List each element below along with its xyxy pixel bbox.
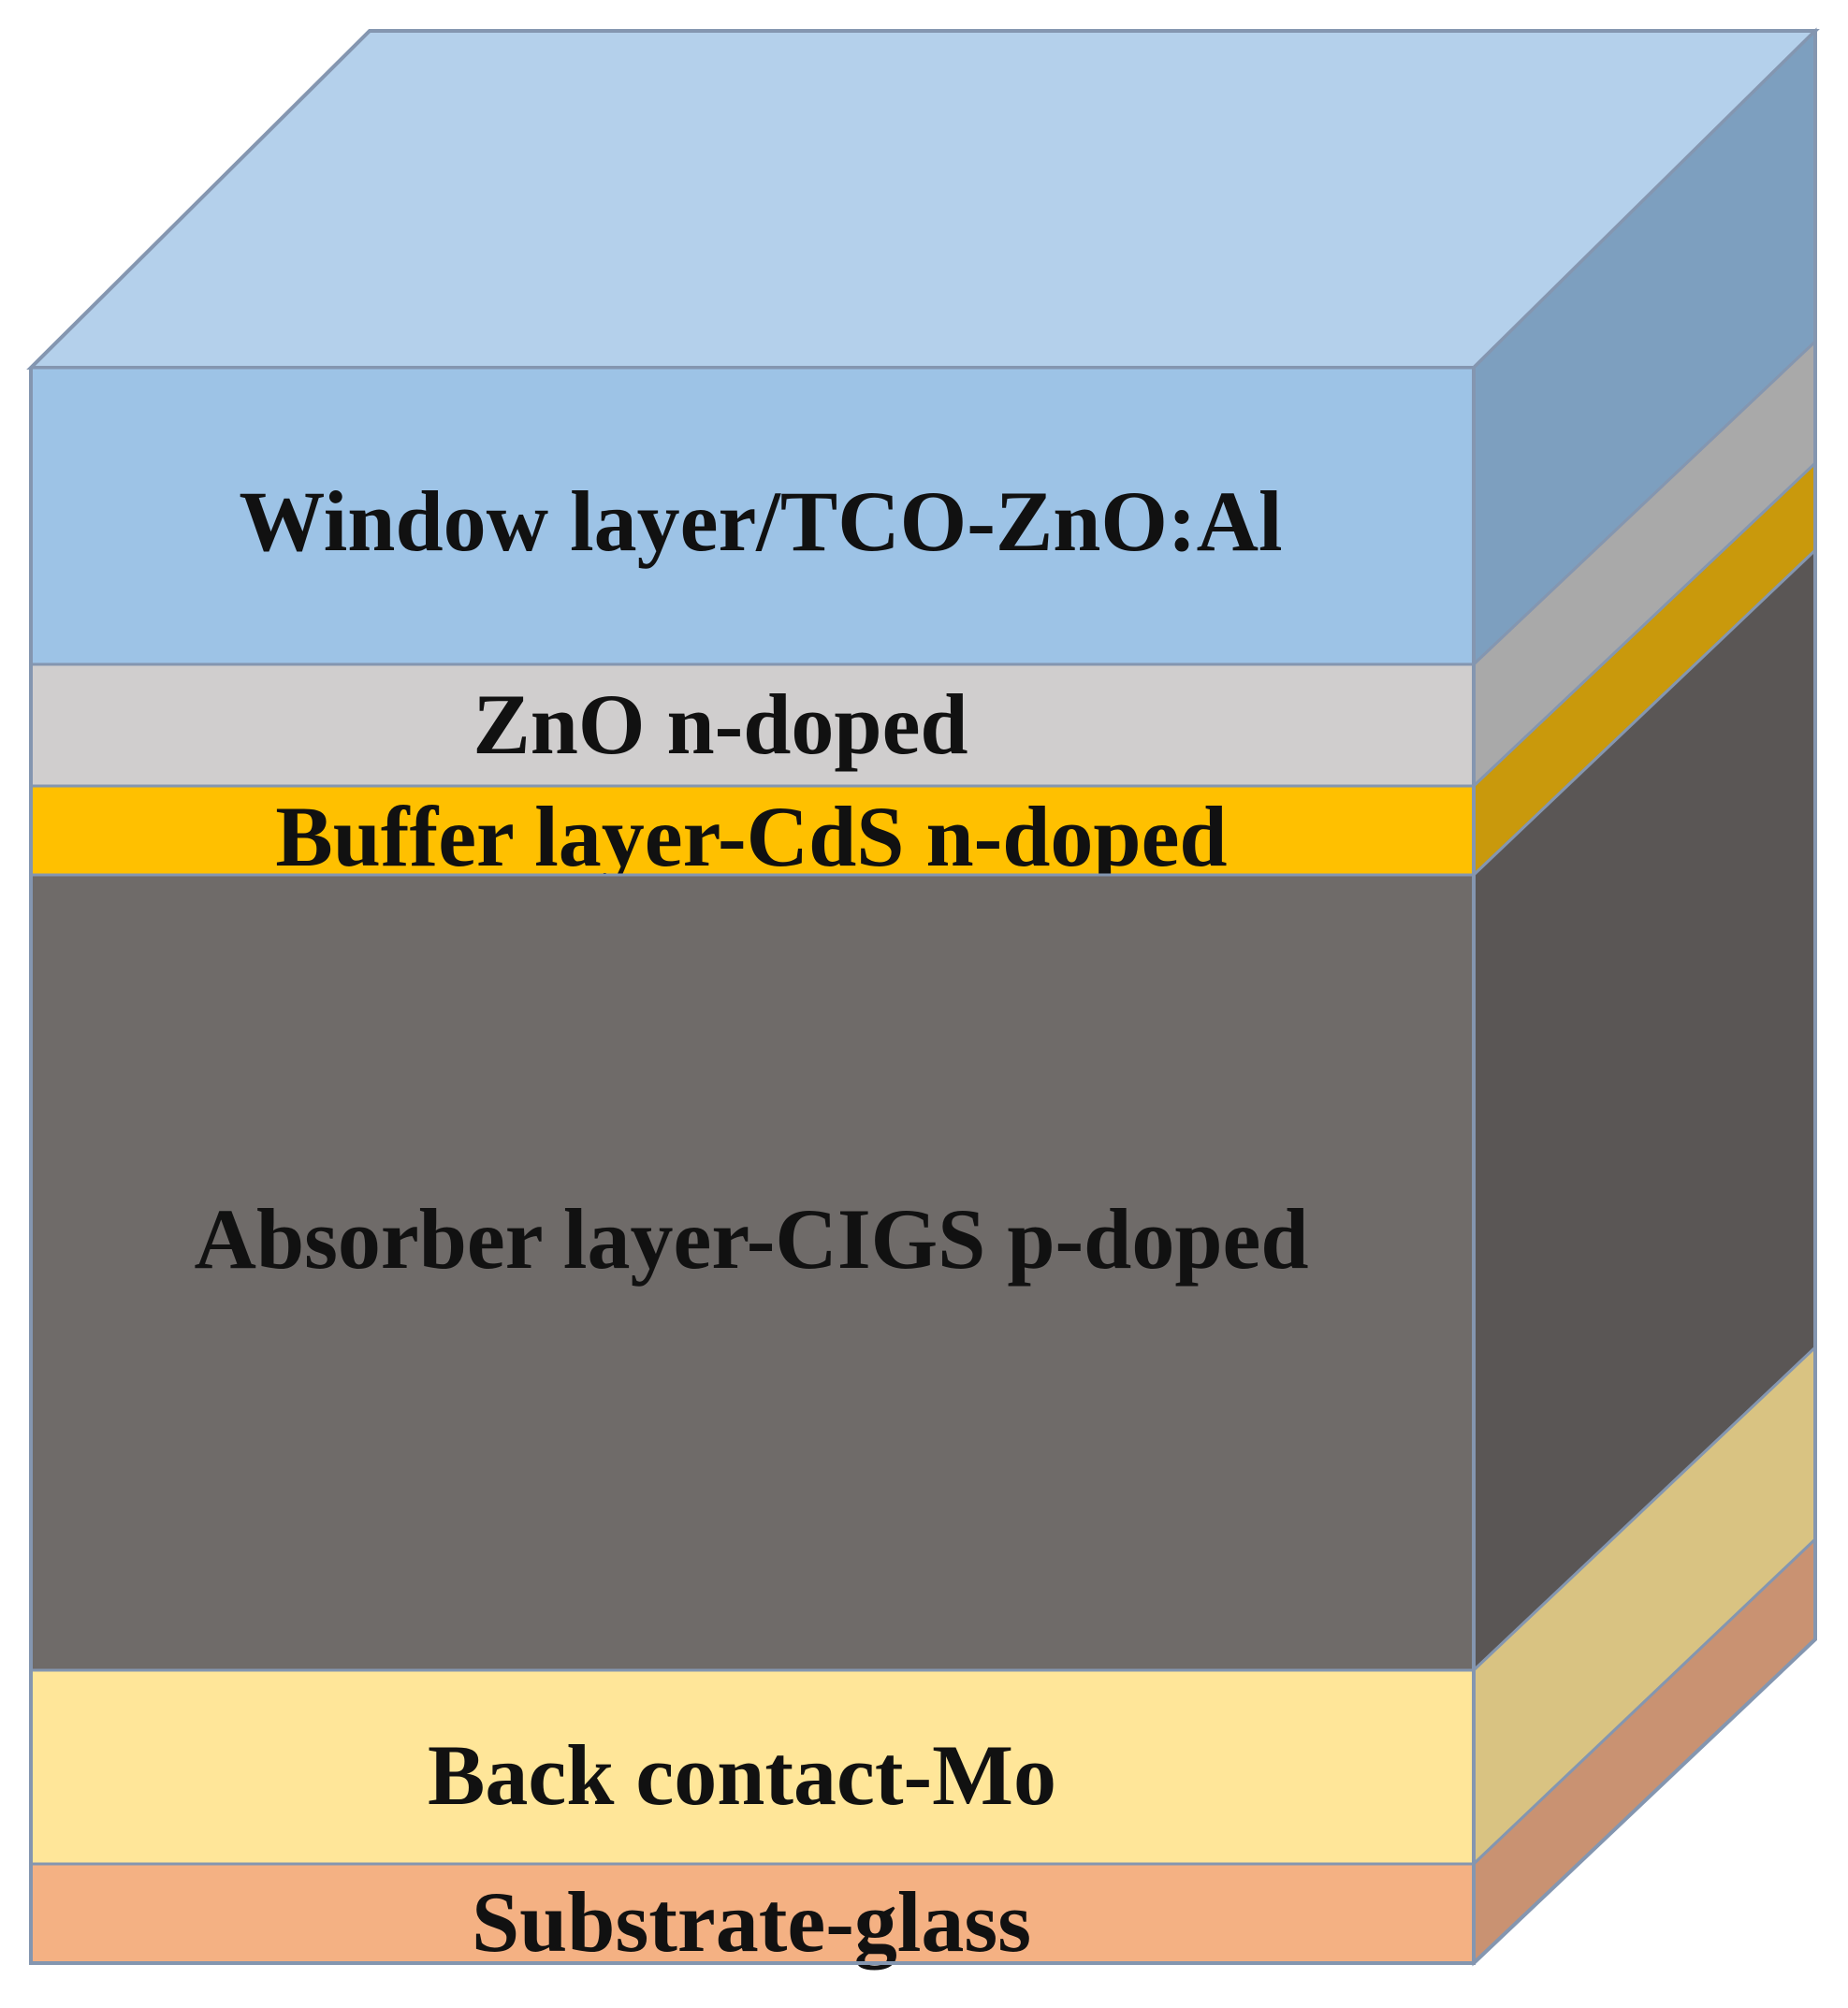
layer-buffer-label: Buffer layer-CdS n-doped xyxy=(275,789,1227,884)
layer-absorber: Absorber layer-CIGS p-doped xyxy=(29,546,1817,1674)
layer-zno-label: ZnO n-doped xyxy=(473,677,968,772)
layer-absorber-front xyxy=(29,873,1476,1672)
block-front-edge xyxy=(29,368,1476,1965)
layer-buffer-front xyxy=(29,784,1476,877)
block-side-edge xyxy=(1472,31,1817,1965)
layer-back-contact-label: Back contact-Mo xyxy=(428,1727,1056,1823)
layer-window-label: Window layer/TCO-ZnO:Al xyxy=(239,473,1282,569)
layer-substrate-label: Substrate-glass xyxy=(472,1874,1031,1970)
layer-window-front xyxy=(29,366,1476,666)
layer-window: Window layer/TCO-ZnO:Al xyxy=(29,27,1817,668)
layer-substrate: Substrate-glass xyxy=(29,1535,1817,1970)
layer-absorber-label: Absorber layer-CIGS p-doped xyxy=(195,1191,1309,1287)
layer-back-contact: Back contact-Mo xyxy=(29,1344,1817,1868)
